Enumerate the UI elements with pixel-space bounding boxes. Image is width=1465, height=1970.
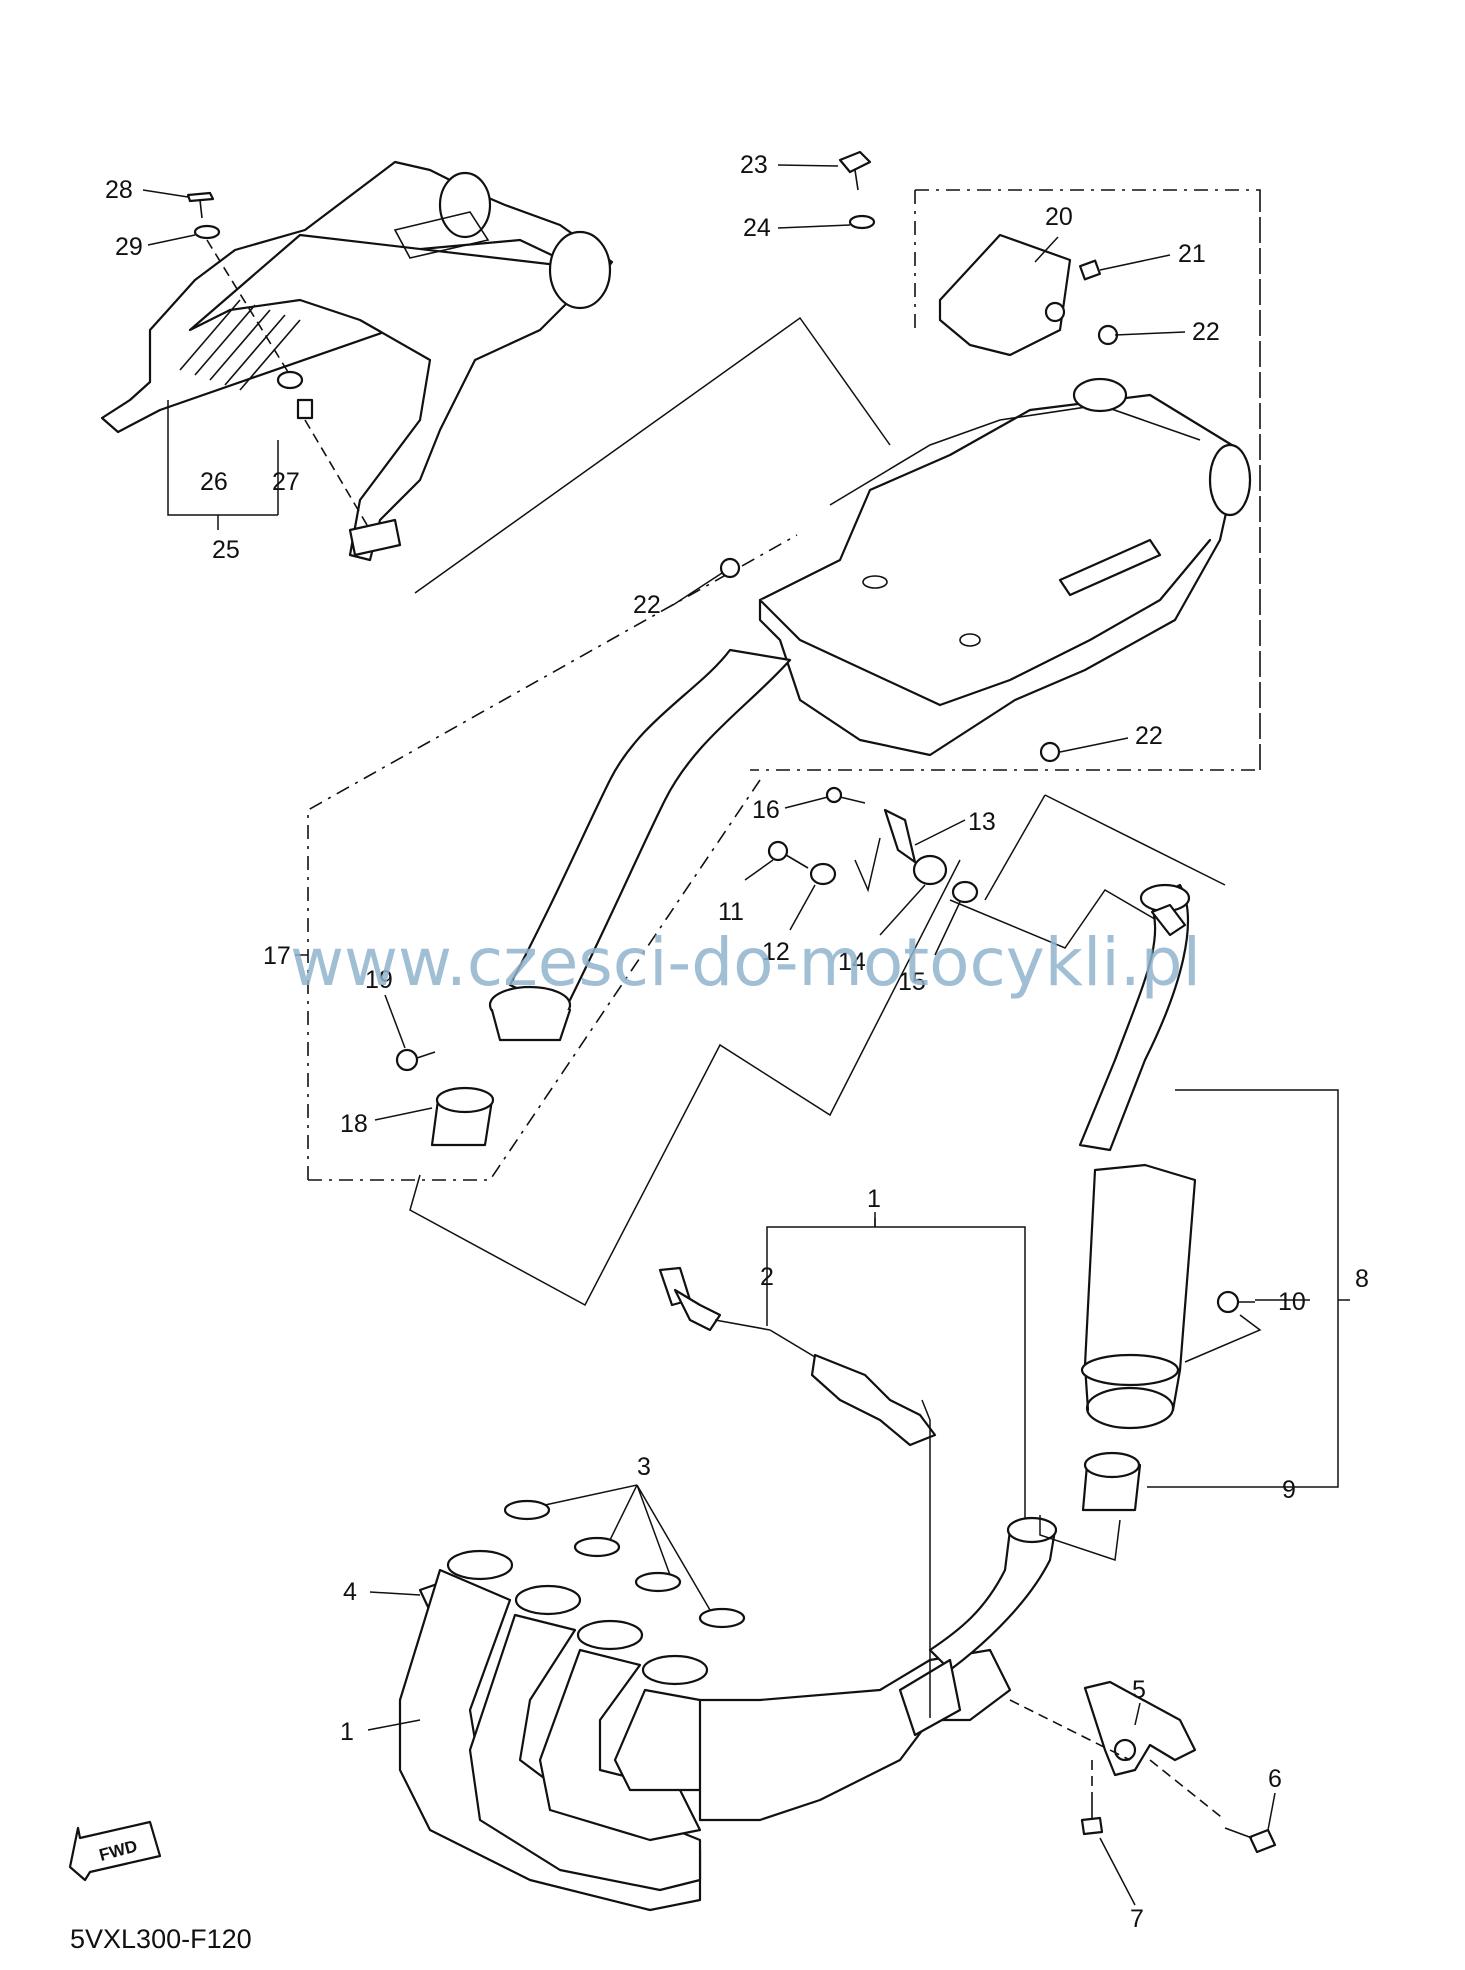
callout-1-bottom: 1: [340, 1718, 354, 1746]
callout-10: 10: [1278, 1288, 1306, 1316]
bolt-10[interactable]: [1216, 1290, 1255, 1314]
leader-1-pipe: [921, 1399, 931, 1718]
bracket-8: [1147, 1089, 1339, 1488]
callout-12: 12: [762, 938, 790, 966]
o2-sensor[interactable]: [658, 1266, 937, 1447]
leader-25: [167, 400, 279, 530]
callout-6: 6: [1268, 1765, 1282, 1793]
assembly-line-5: [1009, 1699, 1226, 1821]
gasket-3d[interactable]: [698, 1607, 746, 1629]
callout-25: 25: [212, 536, 240, 564]
diagram-code: 5VXL300-F120: [70, 1924, 252, 1954]
damper-14[interactable]: [912, 854, 948, 886]
watermark-text: www.czesci-do-motocykli.pl: [290, 924, 1201, 1001]
gasket-3b[interactable]: [573, 1536, 621, 1558]
washer-29[interactable]: [193, 224, 221, 240]
callout-23: 23: [740, 151, 768, 179]
leader-3-fan: [544, 1484, 711, 1611]
callout-4: 4: [343, 1578, 357, 1606]
callout-20: 20: [1045, 203, 1073, 231]
gasket-3a[interactable]: [503, 1499, 551, 1521]
gasket-3c[interactable]: [634, 1571, 682, 1593]
callout-7: 7: [1130, 1905, 1144, 1933]
gasket-18[interactable]: [430, 1086, 495, 1147]
muffler-clamp[interactable]: [488, 985, 572, 1042]
callout-15: 15: [898, 968, 926, 996]
grommet-26[interactable]: [276, 370, 304, 390]
gasket-9[interactable]: [1081, 1451, 1142, 1512]
muffler-group-box-bottom: [308, 779, 761, 1181]
nut-22-left[interactable]: [719, 557, 741, 579]
muffler-phantom-line: [414, 316, 891, 594]
nut-22-upper[interactable]: [1097, 324, 1119, 346]
callout-22-upper: 22: [1192, 318, 1220, 346]
phantom-connection-18: [409, 859, 961, 1307]
phantom-connection-9: [1039, 1515, 1121, 1562]
callout-labels: 28 29 26 27 25 23 24 20 21 22 22 22 16 1…: [105, 151, 1369, 1933]
assembly-line-28: [206, 239, 371, 531]
bracket-1-2: [766, 1226, 1026, 1555]
callout-19: 19: [365, 966, 393, 994]
bolt-19[interactable]: [395, 1048, 436, 1072]
screw-28[interactable]: [186, 191, 215, 219]
assembly-frame-11: [854, 837, 1166, 949]
callout-13: 13: [968, 808, 996, 836]
nut-22-lower[interactable]: [1039, 741, 1061, 763]
muffler[interactable]: [758, 377, 1252, 757]
bolt-16[interactable]: [825, 786, 866, 804]
bracket-20[interactable]: [938, 233, 1072, 357]
callout-2: 2: [760, 1263, 774, 1291]
catalyst-pipe[interactable]: [1078, 883, 1197, 1430]
washer-12[interactable]: [809, 862, 837, 886]
callout-16: 16: [752, 796, 780, 824]
bolt-6[interactable]: [1224, 1827, 1277, 1854]
callout-8: 8: [1355, 1265, 1369, 1293]
heat-shield-cover[interactable]: [100, 160, 614, 562]
bolt-11[interactable]: [767, 840, 809, 869]
callout-27: 27: [272, 468, 300, 496]
leader-10-line: [1184, 1299, 1310, 1363]
callout-28: 28: [105, 176, 133, 204]
callout-17: 17: [263, 942, 291, 970]
stay-13[interactable]: [883, 808, 917, 864]
callout-14: 14: [838, 948, 866, 976]
callout-21: 21: [1178, 240, 1206, 268]
callout-1-top: 1: [867, 1185, 881, 1213]
collar-27[interactable]: [296, 398, 314, 420]
washer-24[interactable]: [848, 214, 876, 230]
washer-15[interactable]: [951, 880, 979, 904]
callout-24: 24: [743, 214, 771, 242]
fwd-arrow-icon: FWD: [68, 1820, 162, 1882]
callout-22-lower: 22: [1135, 722, 1163, 750]
muffler-group-box: [307, 534, 798, 1180]
callout-3: 3: [637, 1453, 651, 1481]
muffler-bracket-box: [750, 189, 1261, 771]
callout-26: 26: [200, 468, 228, 496]
exhaust-header[interactable]: [398, 1516, 1058, 1912]
callout-29: 29: [115, 233, 143, 261]
bolt-7[interactable]: [1080, 1800, 1104, 1836]
bolt-23[interactable]: [838, 150, 872, 191]
callout-18: 18: [340, 1110, 368, 1138]
callout-11: 11: [718, 898, 744, 926]
callout-22-left: 22: [633, 591, 661, 619]
phantom-connection-8: [984, 794, 1226, 901]
callout-5: 5: [1132, 1676, 1146, 1704]
bolt-21[interactable]: [1078, 259, 1102, 281]
callout-9: 9: [1282, 1476, 1296, 1504]
